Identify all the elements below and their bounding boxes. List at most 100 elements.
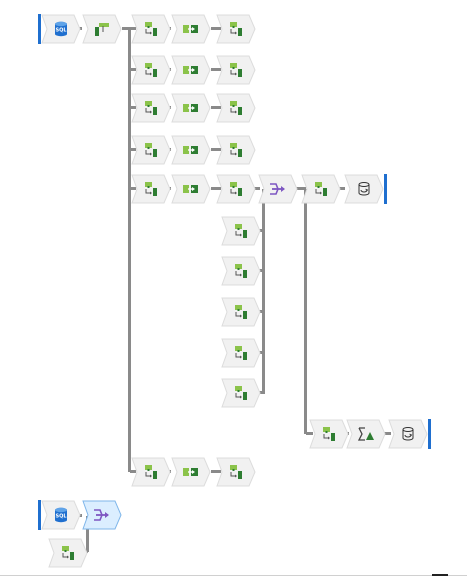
aggregate-icon <box>358 427 374 441</box>
sql-source-node[interactable]: SQL <box>41 14 81 44</box>
derived-column-icon <box>145 182 157 196</box>
union-node[interactable] <box>258 174 298 204</box>
select-icon <box>183 146 198 154</box>
select-node[interactable] <box>171 55 211 85</box>
select-node[interactable] <box>171 14 211 44</box>
select-node[interactable] <box>171 93 211 123</box>
derived-column-node[interactable] <box>131 14 171 44</box>
derived-column-icon <box>230 182 242 196</box>
node-shape <box>131 14 171 44</box>
select-node[interactable] <box>171 174 211 204</box>
derived-column-node[interactable] <box>131 135 171 165</box>
source-accent-bar <box>38 14 41 44</box>
derived-column-node[interactable] <box>221 297 261 327</box>
source-accent-bar <box>38 500 41 530</box>
derived-column-icon <box>145 101 157 115</box>
union-input-trunk-line <box>262 189 265 394</box>
connector-line <box>86 516 89 552</box>
node-shape <box>216 457 256 487</box>
node-shape <box>309 419 349 449</box>
connector-line <box>130 470 136 473</box>
connector-line <box>211 27 221 30</box>
sql-source-node[interactable]: SQL <box>41 500 81 530</box>
derived-column-node[interactable] <box>309 419 349 449</box>
derived-column-icon <box>323 427 335 441</box>
select-icon <box>183 185 198 193</box>
connector-line <box>211 106 221 109</box>
resize-handle[interactable] <box>432 574 448 576</box>
select-node[interactable] <box>171 135 211 165</box>
node-shape <box>221 338 261 368</box>
derived-column-node[interactable] <box>131 93 171 123</box>
aggregate-node[interactable] <box>346 419 386 449</box>
sink-node[interactable] <box>344 174 384 204</box>
sink-node[interactable] <box>388 419 428 449</box>
new-branch-node[interactable] <box>82 14 122 44</box>
sink-accent-bar <box>428 419 431 449</box>
new-branch-icon <box>95 23 109 36</box>
select-icon <box>183 468 198 476</box>
connector-line <box>211 68 221 71</box>
connector-line <box>130 68 136 71</box>
connector-line <box>306 432 313 435</box>
node-shape <box>82 14 122 44</box>
derived-column-node[interactable] <box>216 174 256 204</box>
node-shape <box>216 93 256 123</box>
derived-column-icon <box>235 224 247 238</box>
connector-line <box>296 187 306 190</box>
node-shape <box>131 135 171 165</box>
derived-column-icon <box>235 346 247 360</box>
node-shape <box>216 55 256 85</box>
node-shape <box>216 135 256 165</box>
node-shape <box>221 378 261 408</box>
derived-column-node[interactable] <box>301 174 341 204</box>
node-shape <box>221 297 261 327</box>
derived-column-icon <box>230 22 242 36</box>
connector-line <box>211 148 221 151</box>
node-shape <box>131 457 171 487</box>
derived-column-icon <box>145 465 157 479</box>
sql-source-label: SQL <box>55 514 67 520</box>
select-icon <box>183 104 198 112</box>
sink-icon <box>358 182 370 196</box>
node-shape <box>301 174 341 204</box>
sink-icon <box>402 427 414 441</box>
derived-column-icon <box>235 264 247 278</box>
derived-column-icon <box>145 143 157 157</box>
derived-column-node[interactable] <box>216 14 256 44</box>
derived-column-icon <box>145 22 157 36</box>
connector-line <box>130 106 136 109</box>
derived-column-node[interactable] <box>216 135 256 165</box>
derived-column-node[interactable] <box>131 55 171 85</box>
derived-column-node[interactable] <box>221 216 261 246</box>
sql-source-icon: SQL <box>55 507 67 523</box>
derived-column-node[interactable] <box>221 378 261 408</box>
node-shape <box>344 174 384 204</box>
derived-column-node[interactable] <box>131 174 171 204</box>
derived-column-icon <box>230 465 242 479</box>
node-shape <box>216 14 256 44</box>
derived-column-node[interactable] <box>48 538 88 568</box>
select-icon <box>183 25 198 33</box>
connector-line <box>130 187 136 190</box>
derived-column-node[interactable] <box>216 93 256 123</box>
node-shape <box>131 174 171 204</box>
node-shape <box>131 55 171 85</box>
union-node[interactable] <box>82 500 122 530</box>
derived-column-node[interactable] <box>216 457 256 487</box>
union-icon <box>270 183 285 195</box>
node-shape <box>221 216 261 246</box>
derived-column-icon <box>145 63 157 77</box>
derived-column-node[interactable] <box>131 457 171 487</box>
union-icon <box>94 509 109 521</box>
select-icon <box>183 66 198 74</box>
derived-column-icon <box>230 63 242 77</box>
select-node[interactable] <box>171 457 211 487</box>
derived-column-node[interactable] <box>221 256 261 286</box>
derived-column-node[interactable] <box>216 55 256 85</box>
node-shape <box>48 538 88 568</box>
derived-column-node[interactable] <box>221 338 261 368</box>
derived-column-icon <box>235 305 247 319</box>
derived-column-icon <box>230 101 242 115</box>
